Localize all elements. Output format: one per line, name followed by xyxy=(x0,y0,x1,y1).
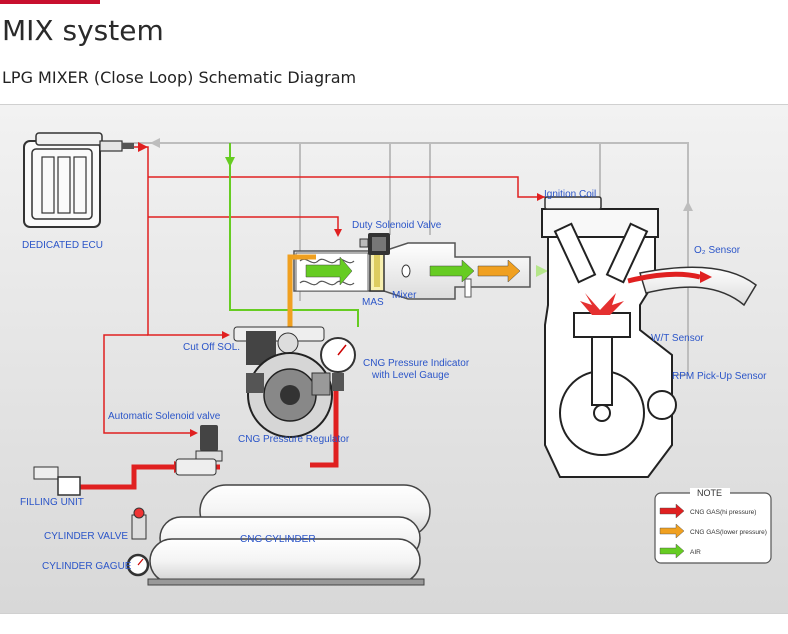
label-mixer: Mixer xyxy=(392,290,417,301)
label-cng-regulator: CNG Pressure Regulator xyxy=(238,434,350,445)
note-arrow-hi xyxy=(659,503,685,519)
wire-arrow-ecu xyxy=(138,142,148,152)
cylinder-gauge xyxy=(126,553,150,577)
signal-arrow-up xyxy=(683,201,693,211)
note-arrow-air xyxy=(659,543,685,559)
wire-arrow-duty xyxy=(334,229,342,237)
wire-arrow-auto xyxy=(190,429,198,437)
label-cylinder-valve: CYLINDER VALVE xyxy=(44,531,128,542)
exhaust-pipe xyxy=(627,266,757,307)
label-cng-indicator-1: CNG Pressure Indicator xyxy=(363,358,470,369)
note-item-air: AIR xyxy=(690,549,701,556)
air-flow-arrow-2 xyxy=(429,259,475,283)
duty-solenoid-valve xyxy=(359,233,390,255)
cng-pressure-gauge xyxy=(320,337,356,391)
label-rpm-sensor: RPM Pick-Up Sensor xyxy=(672,371,767,382)
note-item-hi-pressure: CNG GAS(hi pressure) xyxy=(690,509,756,516)
diagram-panel: DEDICATED ECU Duty Solenoid Valve Mixer … xyxy=(0,104,788,614)
label-auto-solenoid: Automatic Solenoid valve xyxy=(108,411,221,422)
cng-cylinders xyxy=(147,484,431,586)
filling-unit xyxy=(33,466,81,496)
signal-arrow-left xyxy=(150,138,160,148)
label-cng-cylinder: CNG CYLINDER xyxy=(240,534,316,545)
schematic-diagram: DEDICATED ECU Duty Solenoid Valve Mixer … xyxy=(0,105,788,613)
page-subtitle: LPG MIXER (Close Loop) Schematic Diagram xyxy=(2,68,357,87)
label-cng-indicator-2: with Level Gauge xyxy=(371,370,450,381)
note-item-lower-pressure: CNG GAS(lower pressure) xyxy=(690,529,767,536)
page-title: MIX system xyxy=(2,14,164,47)
air-flow-arrow-1 xyxy=(305,256,353,286)
accent-bar xyxy=(0,0,100,4)
automatic-solenoid-valve xyxy=(175,425,223,476)
note-title: NOTE xyxy=(697,488,722,498)
note-legend: NOTE CNG GAS(hi pressure) CNG GAS(lower … xyxy=(654,488,772,564)
label-cylinder-gauge: CYLINDER GAGUE xyxy=(42,561,132,572)
cylinder-valve xyxy=(131,507,147,540)
ignition-coil xyxy=(544,196,602,210)
mixed-flow-arrow xyxy=(477,259,521,283)
label-wt-sensor: W/T Sensor xyxy=(651,333,704,344)
intake-pipe xyxy=(293,242,531,300)
label-cut-off-sol: Cut Off SOL. xyxy=(183,342,240,353)
label-dedicated-ecu: DEDICATED ECU xyxy=(22,240,103,251)
cng-pressure-regulator xyxy=(233,326,333,438)
low-pressure-line xyxy=(287,254,316,335)
label-duty-solenoid: Duty Solenoid Valve xyxy=(352,220,442,231)
label-ignition-coil: Ignition Coil xyxy=(544,189,596,200)
label-filling-unit: FILLING UNIT xyxy=(20,497,84,508)
air-line-arrow xyxy=(225,157,235,167)
engine-block xyxy=(541,208,677,478)
note-arrow-lower xyxy=(659,523,685,539)
ecu-unit xyxy=(23,132,134,228)
air-line xyxy=(229,143,359,327)
small-flow-arrow xyxy=(536,265,548,277)
label-mas: MAS xyxy=(362,297,384,308)
wire-arrow-ignition xyxy=(537,193,545,201)
label-o2-sensor: O₂ Sensor xyxy=(694,245,741,256)
wire-arrow-cutoff xyxy=(222,331,230,339)
